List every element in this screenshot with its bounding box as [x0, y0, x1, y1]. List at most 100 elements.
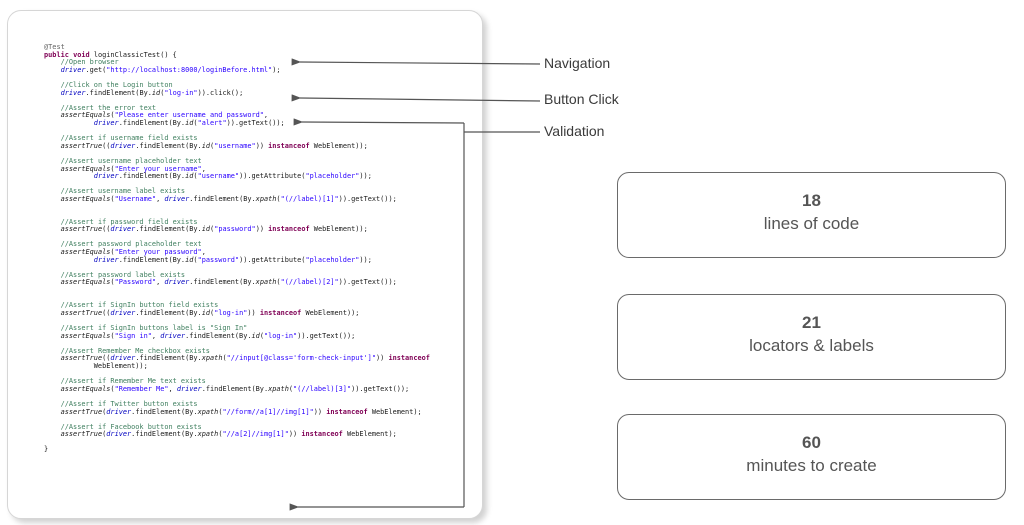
code-token: , — [263, 111, 269, 120]
code-token: WebElement); — [367, 407, 422, 416]
code-token-comment: //Assert if Remember Me text exists — [60, 377, 206, 386]
code-token-var: driver — [110, 225, 136, 234]
code-token: .findElement(By. — [118, 172, 186, 181]
code-token-comment: //Assert the error text — [60, 103, 157, 112]
code-token-static: assertEquals — [60, 248, 111, 257]
code-token-comment: //Assert username label exists — [60, 187, 186, 196]
code-line: //Assert if Facebook button exists — [44, 423, 430, 432]
code-token-var: driver — [106, 430, 132, 439]
code-token: )).getText()); — [338, 278, 397, 287]
code-token-str: "//input[@class='form-check-input']" — [226, 354, 376, 363]
code-token-str: "log-in" — [214, 308, 248, 317]
code-token: ( — [110, 331, 115, 340]
code-token-str: "http://localhost:8000/loginBefore.html" — [106, 65, 273, 74]
code-token-kw: instanceof — [301, 430, 343, 439]
code-token: ( — [193, 118, 198, 127]
code-token: .findElement(By. — [185, 331, 252, 340]
code-line: assertTrue((driver.findElement(By.xpath(… — [44, 355, 430, 363]
code-token-str: "Password" — [114, 278, 157, 287]
code-token-var: driver — [164, 194, 190, 203]
code-token: ( — [110, 278, 115, 287]
code-token-static: assertEquals — [60, 164, 111, 173]
code-line: assertTrue((driver.findElement(By.id("lo… — [44, 308, 430, 318]
code-token: WebElement); — [342, 430, 397, 439]
code-token-static: id — [201, 225, 211, 234]
code-token: .findElement(By. — [118, 118, 186, 127]
code-token: , — [156, 194, 165, 203]
code-token-str: "Sign in" — [114, 331, 152, 340]
code-token-var: driver — [60, 88, 86, 97]
code-line: driver.get("http://localhost:8000/loginB… — [44, 65, 430, 75]
code-token: )); — [359, 172, 372, 181]
code-line: driver.findElement(By.id("alert")).getTe… — [44, 118, 430, 128]
code-token: ( — [210, 225, 215, 234]
stat-caption: minutes to create — [746, 456, 877, 475]
code-line: assertTrue(driver.findElement(By.xpath("… — [44, 430, 430, 439]
code-token-str: "(//label)[3]" — [293, 384, 352, 393]
label-validation: Validation — [544, 123, 605, 139]
code-line: assertTrue(driver.findElement(By.xpath("… — [44, 407, 430, 417]
label-navigation: Navigation — [544, 55, 611, 71]
code-line — [44, 203, 430, 211]
code-token-comment: //Assert if Twitter button exists — [60, 399, 198, 408]
code-line: WebElement)); — [44, 362, 430, 371]
code-token-comment: //Assert if SignIn buttons label is "Sig… — [60, 323, 248, 332]
code-token: )) — [255, 225, 269, 234]
code-token: , — [151, 331, 161, 340]
code-token: .findElement(By. — [201, 384, 269, 393]
code-line: //Assert if Twitter button exists — [44, 399, 430, 409]
code-token-str: "password" — [197, 255, 240, 264]
code-token-var: driver — [110, 141, 136, 150]
code-token — [44, 172, 94, 180]
code-line: } — [44, 446, 430, 454]
code-token: .findElement(By. — [131, 407, 198, 416]
code-token: (( — [102, 141, 111, 150]
code-token-str: "//form//a[1]//img[1]" — [222, 407, 314, 416]
code-token: .findElement(By. — [135, 354, 202, 363]
code-token-str: "log-in" — [263, 331, 298, 340]
code-token: ( — [110, 194, 115, 203]
code-token-comment: //Open browser — [60, 58, 119, 67]
code-token: )) — [247, 308, 260, 317]
code-token-str: "log-in" — [164, 88, 198, 97]
code-token-static: assertTrue — [60, 430, 103, 439]
code-line: //Assert password label exists — [44, 271, 430, 280]
code-token-static: id — [185, 255, 194, 264]
code-token-static: assertTrue — [60, 407, 103, 416]
code-token — [44, 256, 94, 264]
code-token-static: assertEquals — [60, 331, 111, 340]
label-button-click: Button Click — [544, 91, 619, 107]
code-token-str: "//a[2]//img[1]" — [222, 430, 289, 439]
code-token-kw: instanceof — [259, 308, 302, 317]
code-token: .findElement(By. — [135, 141, 202, 150]
code-token: )); — [359, 255, 372, 264]
code-token: WebElement)); — [309, 225, 368, 234]
code-token-static: assertTrue — [60, 354, 103, 363]
code-token: )).getText()); — [226, 118, 285, 127]
code-token-str: "Enter your password" — [114, 248, 202, 257]
code-line: //Assert the error text — [44, 103, 430, 113]
code-token: )).getText()); — [297, 331, 356, 340]
code-line: //Assert if username field exists — [44, 134, 430, 143]
code-token: .findElement(By. — [189, 194, 256, 203]
code-token-kw: void — [73, 50, 90, 59]
code-token: (( — [102, 354, 111, 363]
code-token-str: "(//label)[2]" — [280, 278, 339, 287]
code-token-ann: @Test — [44, 43, 65, 51]
code-token-static: id — [201, 141, 211, 150]
code-line: assertEquals("Please enter username and … — [44, 112, 430, 120]
stat-value: 21 — [802, 313, 821, 332]
code-token: } — [44, 445, 49, 454]
code-token-comment: //Assert username placeholder text — [60, 156, 202, 165]
code-token-kw: instanceof — [388, 354, 430, 363]
code-line: assertTrue((driver.findElement(By.id("us… — [44, 141, 430, 151]
code-token: ); — [272, 65, 281, 74]
code-line: //Assert username label exists — [44, 187, 430, 196]
code-line: driver.findElement(By.id("username")).ge… — [44, 172, 430, 181]
code-token-kw: public — [44, 50, 69, 59]
code-token-static: assertEquals — [60, 194, 111, 203]
code-token-static: xpath — [197, 430, 219, 439]
code-line: //Assert password placeholder text — [44, 241, 430, 249]
code-line: //Assert if password field exists — [44, 218, 430, 227]
code-token-str: "password" — [214, 225, 256, 234]
